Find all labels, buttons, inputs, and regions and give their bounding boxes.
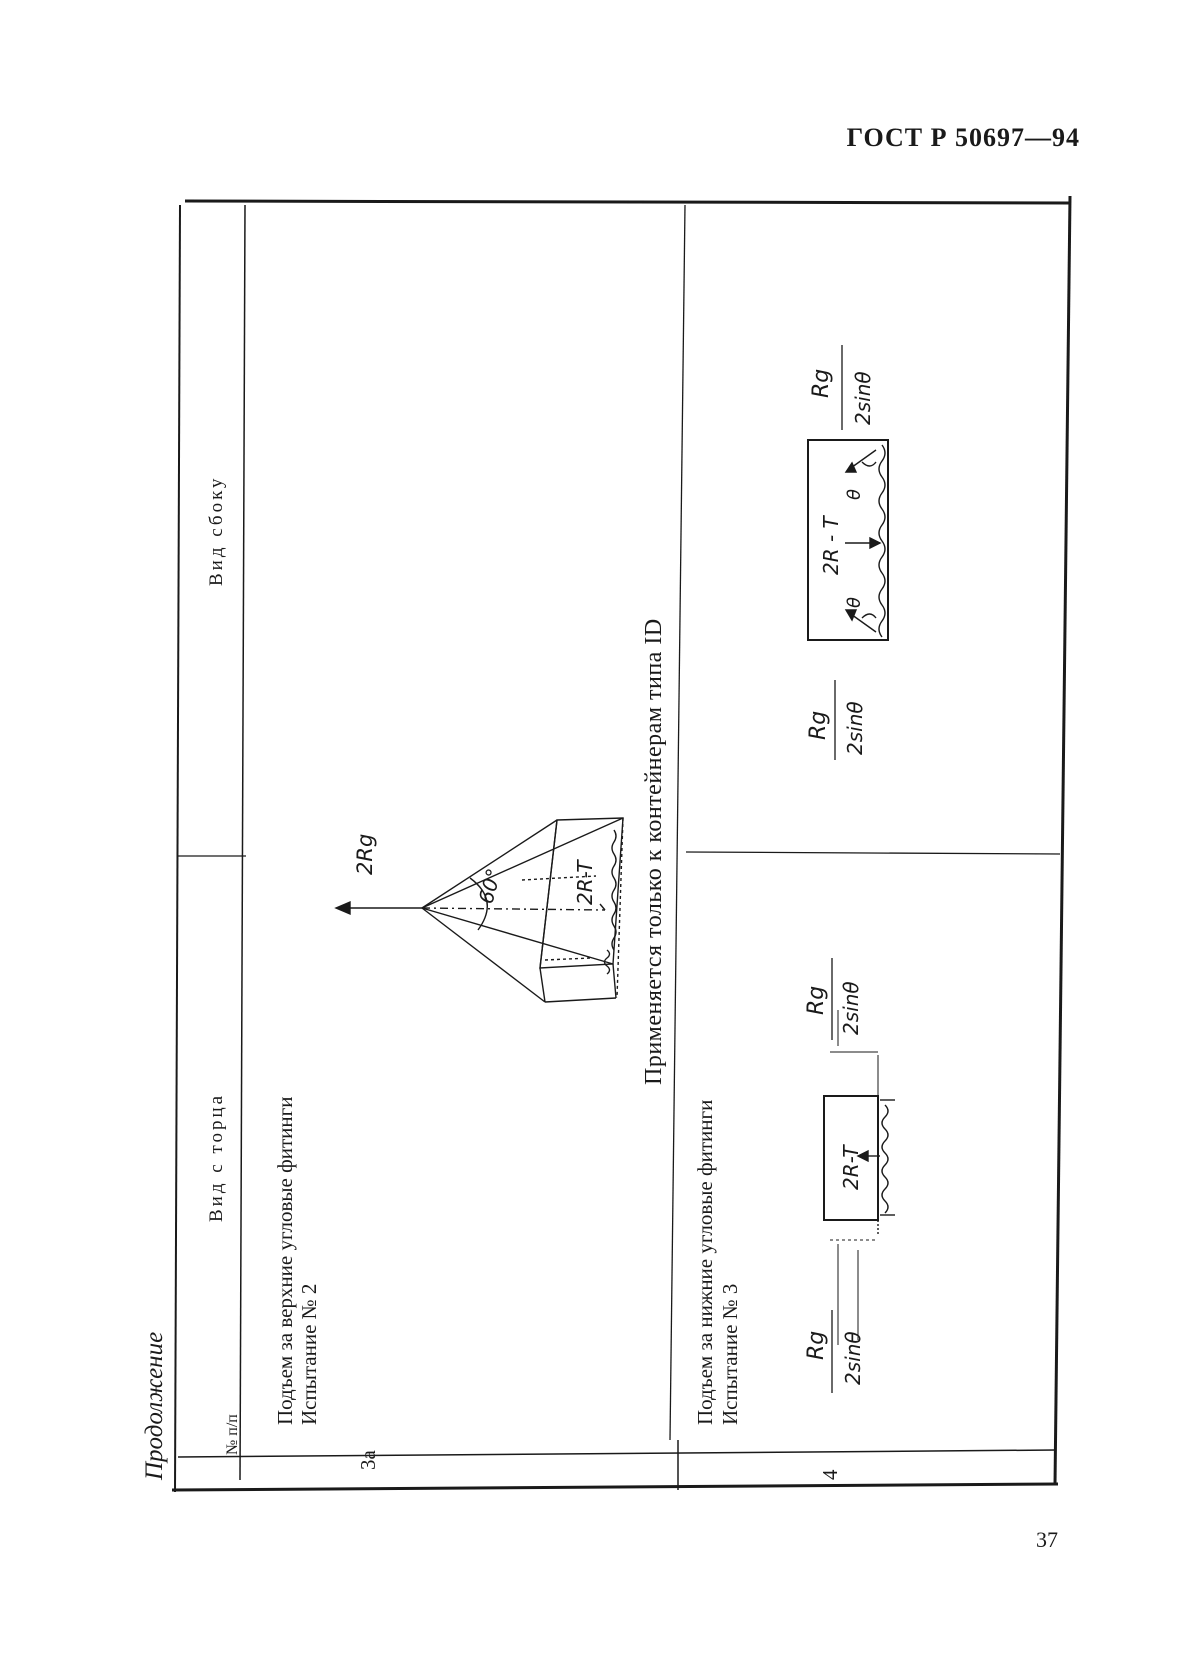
side-view-diagram <box>807 439 889 641</box>
column-header-number: № п/п <box>224 1414 241 1455</box>
end-view-diagram <box>823 1010 895 1345</box>
side-left-denominator: 2sinθ <box>843 701 867 755</box>
box-label-2r-t: 2R-T <box>573 859 597 905</box>
row-3a-test: Испытание № 2 <box>297 1284 321 1425</box>
end-view-box-label: 2R-T <box>839 1144 863 1190</box>
table-grid <box>171 195 1072 1493</box>
end-left-numerator: Rg <box>804 1331 829 1360</box>
side-right-numerator: Rg <box>809 369 834 398</box>
row-4-title: Подъем за нижние угловые фитинги <box>693 1100 717 1425</box>
row-number-4: 4 <box>818 1469 842 1480</box>
row-3a-title: Подъем за верхние угловые фитинги <box>273 1097 297 1425</box>
page-number: 37 <box>1036 1527 1058 1552</box>
side-angle-left: θ <box>844 597 865 608</box>
end-left-denominator: 2sinθ <box>841 1331 865 1385</box>
force-label-2rg: 2Rg <box>353 834 377 875</box>
standard-header: ГОСТ Р 50697—94 <box>846 123 1080 152</box>
side-right-denominator: 2sinθ <box>851 371 875 425</box>
column-header-side-view: Вид сбоку <box>206 475 227 586</box>
lifting-pyramid-diagram <box>334 817 624 1003</box>
end-right-denominator: 2sinθ <box>839 981 863 1035</box>
row-4-test: Испытание № 3 <box>718 1284 742 1425</box>
side-view-box-label: 2R - T <box>819 514 843 575</box>
end-right-numerator: Rg <box>804 986 829 1015</box>
row-3a-applicability-note: Применяется только к контейнерам типа ID <box>641 618 667 1085</box>
row-number-3a: 3а <box>356 1450 380 1471</box>
side-angle-right: θ <box>844 489 865 500</box>
side-left-numerator: Rg <box>806 711 831 740</box>
continuation-label: Продолжение <box>141 1332 168 1481</box>
column-header-end-view: Вид с торца <box>206 1093 227 1222</box>
